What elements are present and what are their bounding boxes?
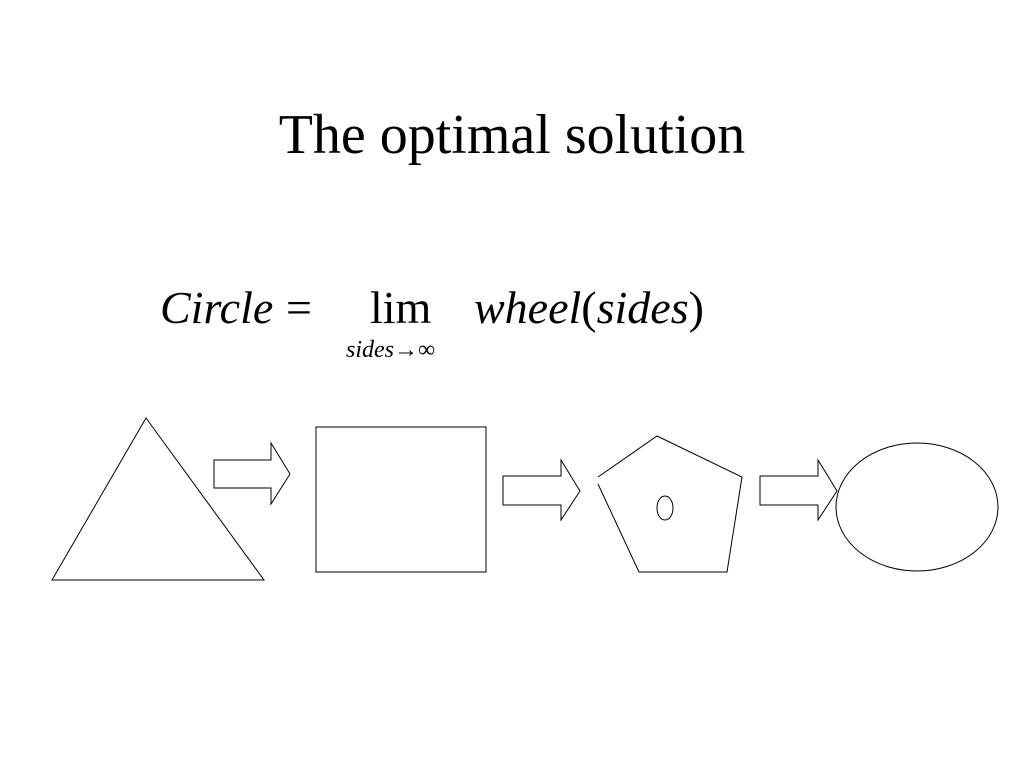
- function-name: wheel: [474, 282, 582, 333]
- arrow-3: [759, 458, 838, 522]
- subscript-arrow: →∞: [394, 337, 436, 363]
- subscript-var: sides: [346, 337, 394, 363]
- close-paren: ): [688, 282, 704, 333]
- triangle-shape: [51, 417, 265, 581]
- arrow-2: [502, 458, 581, 522]
- formula-equals: =: [286, 282, 312, 333]
- formula-function: wheel(sides): [474, 280, 704, 336]
- open-paren: (: [581, 282, 597, 333]
- circle-shape: [835, 442, 999, 572]
- arrow-1: [213, 441, 291, 506]
- formula-lhs: Circle: [160, 282, 274, 333]
- formula-lim: lim: [370, 282, 432, 333]
- pentagon-shape: [597, 435, 743, 573]
- function-argument: sides: [596, 282, 689, 333]
- formula-subscript: sides→∞: [346, 336, 435, 364]
- pentagon-center-mark: [656, 495, 674, 521]
- square-shape: [315, 426, 487, 573]
- limit-formula: Circle = lim sides→∞ wheel(sides): [160, 280, 800, 370]
- slide-title: The optimal solution: [278, 104, 746, 166]
